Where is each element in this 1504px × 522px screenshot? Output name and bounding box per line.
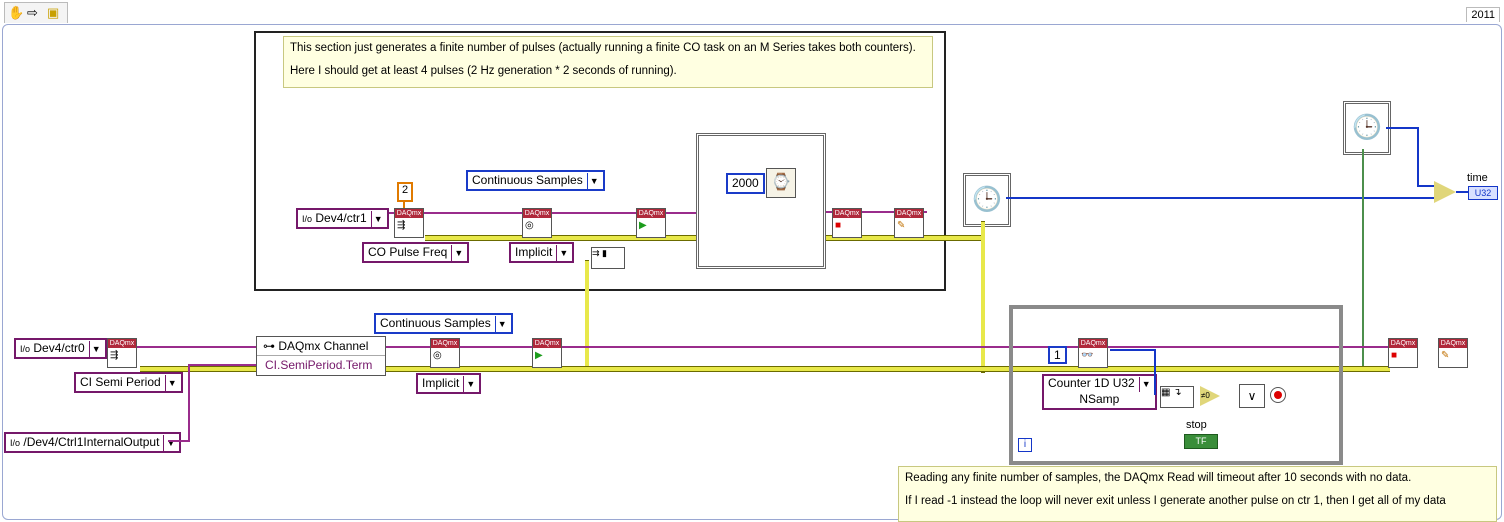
timing-mode-bottom[interactable]: Continuous Samples▼ <box>374 313 513 334</box>
bottom-comment-line2: If I read -1 instead the loop will never… <box>905 495 1446 507</box>
stop-condition-terminal[interactable] <box>1270 387 1286 403</box>
top-comment-line1: This section just generates a finite num… <box>290 42 916 54</box>
sample-mode-top[interactable]: Implicit▼ <box>509 242 575 263</box>
co-pulse-freq-selector[interactable]: CO Pulse Freq▼ <box>362 242 470 263</box>
toolbar-icons: ✋ ⇨ ▣ <box>4 2 68 23</box>
time-wire-1 <box>1006 197 1436 199</box>
version-label: 2011 <box>1466 7 1500 22</box>
stop-task-vi-top[interactable]: DAQmx■ <box>832 208 862 238</box>
top-comment: This section just generates a finite num… <box>283 36 933 88</box>
loop-iteration-terminal: i <box>1018 438 1032 452</box>
time-wire-2a <box>1386 127 1418 129</box>
bottom-comment: Reading any finite number of samples, th… <box>898 466 1497 522</box>
terminal-wire-c <box>188 364 258 366</box>
num-samples-constant[interactable]: 1 <box>1048 346 1067 364</box>
clear-task-vi-top[interactable]: DAQmx✎ <box>894 208 924 238</box>
property-semiperiod-term[interactable]: CI.SemiPeriod.Term <box>265 358 373 372</box>
error-wire-middle <box>585 260 589 372</box>
start-task-vi-top[interactable]: DAQmx▶ <box>636 208 666 238</box>
time-wire-2b <box>1417 127 1419 185</box>
toolbar: ✋ ⇨ ▣ 2011 <box>0 0 1504 26</box>
merge-errors-node[interactable]: ⇉ ▮ <box>591 247 625 269</box>
bottom-comment-line1: Reading any finite number of samples, th… <box>905 472 1412 484</box>
tick-count-frame-2[interactable]: 🕒 <box>1343 101 1391 155</box>
not-equal-zero-label: ≠0 <box>1201 391 1210 400</box>
timing-vi-bottom[interactable]: DAQmx◎ <box>430 338 460 368</box>
wait-icon[interactable]: ⌚ <box>766 168 796 198</box>
data-wire-b <box>1154 349 1156 395</box>
tick-count-frame-1[interactable]: 🕒 <box>963 173 1011 227</box>
flat-sequence-structure <box>696 133 826 269</box>
stop-label: stop <box>1186 419 1207 431</box>
error-wire-vertical <box>981 221 985 373</box>
pulse-count-constant[interactable]: 2 <box>397 182 413 202</box>
while-loop[interactable] <box>1009 305 1343 465</box>
timing-vi-top[interactable]: DAQmx◎ <box>522 208 552 238</box>
labview-icon: ▣ <box>47 5 60 20</box>
read-vi[interactable]: DAQmx👓 <box>1078 338 1108 368</box>
time-wire-out <box>1456 191 1468 193</box>
start-task-vi-bottom[interactable]: DAQmx▶ <box>532 338 562 368</box>
pulse-generation-section <box>254 31 946 291</box>
data-wire-a <box>1110 349 1156 351</box>
terminal-wire-b <box>188 364 190 442</box>
block-diagram-frame <box>2 24 1502 520</box>
stop-task-vi-bottom[interactable]: DAQmx■ <box>1388 338 1418 368</box>
create-channel-ci-vi[interactable]: DAQmx⇶ <box>107 338 137 368</box>
create-channel-co-vi[interactable]: DAQmx⇶ <box>394 208 424 238</box>
hand-icon[interactable]: ✋ <box>8 5 25 20</box>
time-wire-2c <box>1417 185 1437 187</box>
ci-semi-period-selector[interactable]: CI Semi Period▼ <box>74 372 183 393</box>
top-comment-line2: Here I should get at least 4 pulses (2 H… <box>290 65 677 77</box>
task-wire-bottom <box>140 366 1390 372</box>
time-indicator: U32 <box>1468 186 1498 200</box>
sample-mode-bottom[interactable]: Implicit▼ <box>416 373 482 394</box>
refnum-wire-bottom <box>93 346 1393 348</box>
property-node-header: ⊶ DAQmx Channel <box>257 337 385 356</box>
or-node[interactable]: ∨ <box>1239 384 1265 408</box>
stop-button-control[interactable]: TF <box>1184 434 1218 449</box>
timing-mode-top[interactable]: Continuous Samples▼ <box>466 170 605 191</box>
counter-output-control[interactable]: I/o Dev4/ctr1▼ <box>296 208 389 229</box>
wait-ms-constant[interactable]: 2000 <box>726 173 765 194</box>
daqmx-channel-property-node[interactable]: ⊶ DAQmx Channel CI.SemiPeriod.Term <box>256 336 386 376</box>
terminal-control[interactable]: I/o /Dev4/Ctrl1InternalOutput▼ <box>4 432 182 453</box>
array-size-node[interactable]: ▦ ↴ <box>1160 386 1194 408</box>
terminal-wire-a <box>168 440 190 442</box>
counter-input-control[interactable]: I/o Dev4/ctr0▼ <box>14 338 107 359</box>
time-label: time <box>1467 172 1488 184</box>
read-type-selector[interactable]: Counter 1D U32▼ NSamp <box>1042 374 1157 410</box>
numeric-wire-count <box>403 200 405 210</box>
timer-wire-vertical <box>1362 149 1364 367</box>
arrow-right-icon[interactable]: ⇨ <box>27 5 38 20</box>
clear-task-vi-bottom[interactable]: DAQmx✎ <box>1438 338 1468 368</box>
subtract-node[interactable] <box>1434 181 1456 203</box>
not-equal-zero-node[interactable] <box>1200 386 1220 406</box>
